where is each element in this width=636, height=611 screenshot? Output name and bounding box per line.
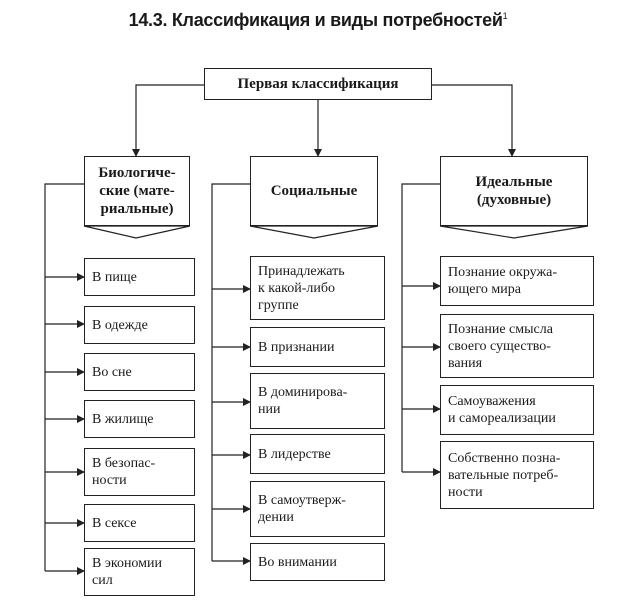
social-item-recognition: В признании: [250, 327, 385, 367]
page-title: 14.3. Классификация и виды потребностей1: [0, 10, 636, 31]
social-wedge: [249, 225, 379, 239]
item-label: Во внимании: [258, 554, 337, 570]
bio-item-sex: В сексе: [84, 504, 195, 542]
title-footnote: 1: [502, 11, 508, 21]
root-box: Первая классификация: [204, 68, 432, 100]
ideal-item-meaning-of-existence: Познание смысла своего существо- вания: [440, 314, 594, 378]
category-label: Идеальные (духовные): [475, 174, 553, 208]
bio-item-sleep: Во сне: [84, 353, 195, 391]
category-label: Биологиче- ские (мате- риальные): [98, 165, 176, 217]
category-social: Социальные: [250, 156, 378, 226]
social-item-dominance: В доминирова- нии: [250, 373, 385, 429]
root-to-ideal-arrow: [432, 84, 516, 157]
ideal-item-self-respect: Самоуважения и самореализации: [440, 385, 594, 435]
ideal-item-world-knowledge: Познание окружа- ющего мира: [440, 256, 594, 306]
item-label: В доминирова- нии: [258, 385, 348, 417]
social-item-attention: Во внимании: [250, 543, 385, 581]
bio-item-food: В пище: [84, 258, 195, 296]
item-label: В одежде: [92, 317, 148, 333]
bio-wedge: [83, 225, 191, 239]
item-label: В лидерстве: [258, 446, 331, 462]
item-label: Принадлежать к какой-либо группе: [258, 263, 345, 313]
bio-item-energy: В экономии сил: [84, 548, 195, 596]
item-label: Во сне: [92, 364, 132, 380]
bio-item-clothing: В одежде: [84, 306, 195, 344]
item-label: В безопас- ности: [92, 456, 156, 488]
item-label: Познание смысла своего существо- вания: [448, 321, 553, 371]
ideal-wedge: [439, 225, 589, 239]
item-label: Познание окружа- ющего мира: [448, 265, 558, 297]
item-label: В пище: [92, 269, 137, 285]
category-biological: Биологиче- ские (мате- риальные): [84, 156, 190, 226]
root-label: Первая классификация: [237, 76, 399, 92]
category-label: Социальные: [270, 183, 358, 199]
bio-item-housing: В жилище: [84, 400, 195, 438]
item-label: В признании: [258, 339, 335, 355]
item-label: В сексе: [92, 515, 137, 531]
item-label: Собственно позна- вательные потреб- ност…: [448, 450, 561, 500]
bio-trunk: [44, 183, 84, 571]
social-item-self-assertion: В самоутверж- дении: [250, 481, 385, 537]
ideal-trunk: [401, 183, 440, 472]
bio-item-safety: В безопас- ности: [84, 448, 195, 496]
item-label: В самоутверж- дении: [258, 493, 346, 525]
category-ideal: Идеальные (духовные): [440, 156, 588, 226]
item-label: В экономии сил: [92, 556, 163, 588]
root-to-bio-arrow: [132, 84, 204, 157]
social-trunk: [211, 183, 250, 561]
item-label: Самоуважения и самореализации: [448, 394, 556, 426]
social-item-leadership: В лидерстве: [250, 434, 385, 474]
social-item-belonging: Принадлежать к какой-либо группе: [250, 256, 385, 320]
title-text: 14.3. Классификация и виды потребностей: [128, 10, 503, 30]
ideal-item-cognitive-needs: Собственно позна- вательные потреб- ност…: [440, 441, 594, 509]
item-label: В жилище: [92, 411, 154, 427]
